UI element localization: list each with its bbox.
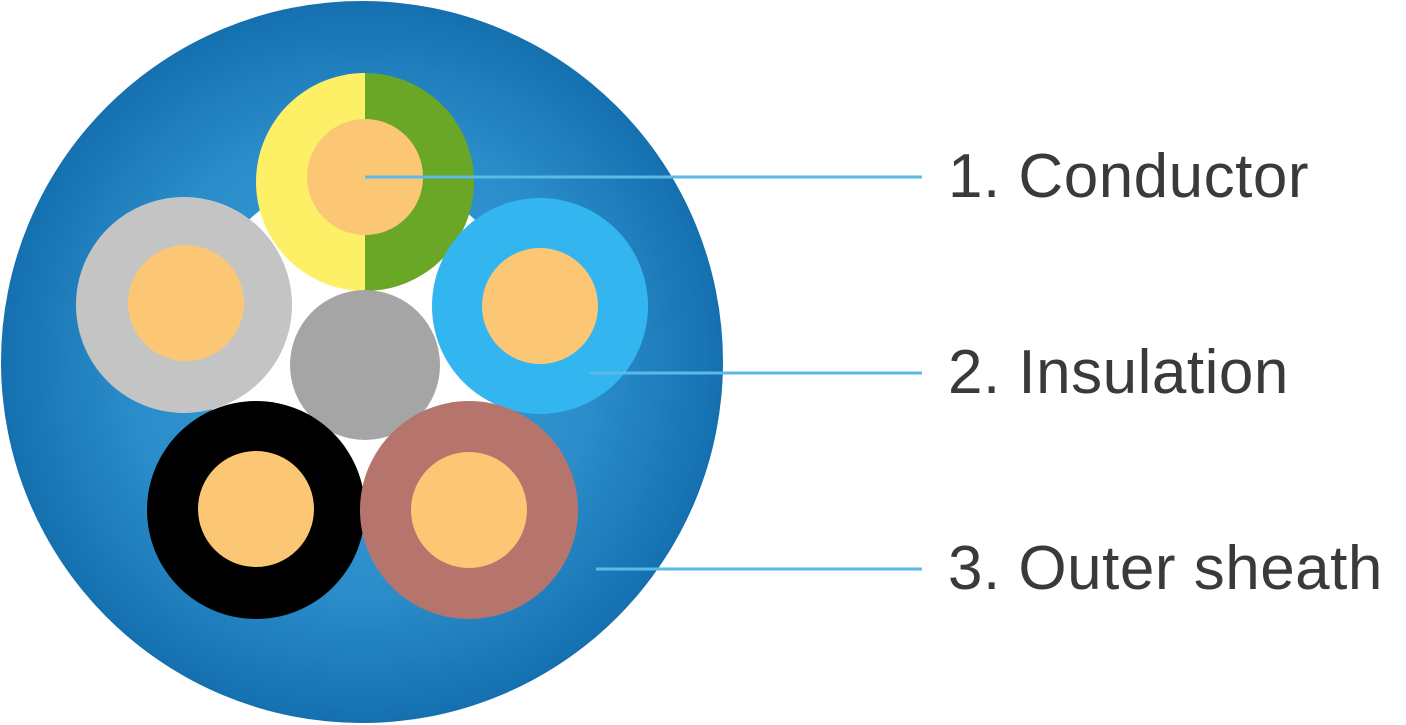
conductor-grey bbox=[76, 197, 292, 413]
conductor-core bbox=[482, 248, 598, 364]
label-insulation: 2. Insulation bbox=[948, 338, 1289, 407]
conductor-yellow-green bbox=[256, 73, 474, 291]
conductor-core bbox=[128, 245, 244, 361]
conductor-light-blue bbox=[432, 198, 648, 414]
conductor-core bbox=[411, 452, 527, 568]
conductor-brown bbox=[360, 401, 578, 619]
label-outer-sheath: 3. Outer sheath bbox=[948, 534, 1383, 603]
conductor-core bbox=[198, 451, 314, 567]
label-conductor: 1. Conductor bbox=[948, 142, 1309, 211]
center-filler bbox=[290, 290, 440, 440]
conductor-black bbox=[147, 401, 365, 619]
